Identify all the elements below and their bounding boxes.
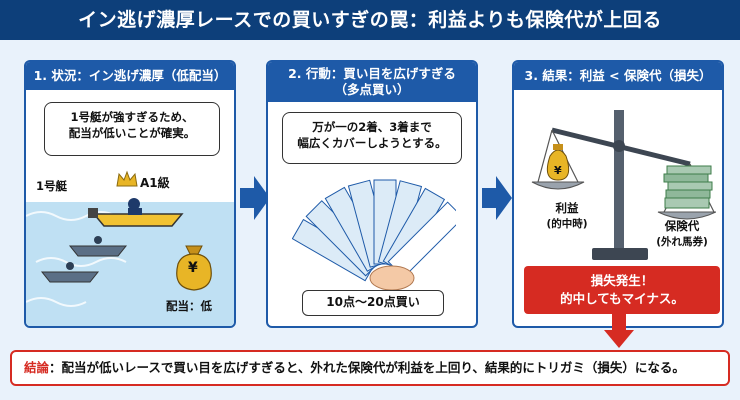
a1-class-label: A1級	[140, 176, 170, 190]
panel-situation-header: 1. 状況：イン逃げ濃厚（低配当）	[26, 62, 234, 90]
panel-action-header: 2. 行動：買い目を広げすぎる （多点買い）	[268, 62, 476, 102]
panel-situation: 1. 状況：イン逃げ濃厚（低配当） 1号艇が強すぎるため、 配当が低いことが確実…	[24, 60, 236, 328]
profit-label-line1: 利益	[555, 201, 579, 215]
money-bag-icon	[176, 245, 212, 291]
loss-line1: 損失発生！	[590, 273, 654, 288]
conclusion-box: 結論：配当が低いレースで買い目を広げすぎると、外れた保険代が利益を上回り、結果的…	[10, 350, 730, 386]
lead-boat-icon	[88, 198, 184, 227]
crown-icon	[116, 170, 138, 187]
insurance-label-line2: (外れ馬券)	[656, 236, 708, 248]
conclusion-text: ：配当が低いレースで買い目を広げすぎると、外れた保険代が利益を上回り、結果的にト…	[49, 360, 685, 375]
panel-action: 2. 行動：買い目を広げすぎる （多点買い） 万が一の2着、3着まで 幅広くカバ…	[266, 60, 478, 328]
yen-symbol: ¥	[188, 260, 198, 276]
profit-label: 利益 (的中時)	[544, 200, 590, 231]
panel-action-header-line1: 2. 行動：買い目を広げすぎる	[288, 66, 456, 81]
loss-line2: 的中してもマイナス。	[560, 291, 684, 306]
tickets-count-label: 10点～20点買い	[302, 290, 444, 316]
action-bubble-line2: 幅広くカバーしようとする。	[297, 136, 447, 150]
action-bubble: 万が一の2着、3着まで 幅広くカバーしようとする。	[282, 112, 462, 164]
arrow-2-icon	[482, 176, 512, 220]
situation-bubble-line2: 配当が低いことが確実。	[68, 126, 196, 140]
insurance-label-line1: 保険代	[664, 219, 700, 233]
trailing-boat-1-icon	[68, 236, 128, 257]
trailing-boat-2-icon	[40, 262, 100, 283]
panel-action-header-line2: （多点買い）	[334, 82, 410, 97]
loss-arrow-icon	[604, 314, 634, 348]
boat1-label: 1号艇	[36, 179, 68, 193]
situation-bubble: 1号艇が強すぎるため、 配当が低いことが確実。	[44, 102, 220, 156]
balance-scale-icon	[531, 110, 716, 260]
arrow-1-icon	[240, 176, 270, 220]
panel-result-header: 3. 結果：利益 < 保険代（損失）	[514, 62, 722, 90]
loss-callout: 損失発生！ 的中してもマイナス。	[524, 266, 720, 314]
action-bubble-line1: 万が一の2着、3着まで	[312, 120, 432, 134]
diagram-title: イン逃げ濃厚レースでの買いすぎの罠：利益よりも保険代が上回る	[0, 0, 740, 40]
profit-yen-symbol: ¥	[554, 164, 562, 177]
payout-label: 配当：低	[166, 299, 212, 313]
profit-label-line2: (的中時)	[546, 218, 588, 230]
conclusion-tag: 結論	[24, 360, 50, 375]
situation-bubble-line1: 1号艇が強すぎるため、	[70, 110, 194, 124]
betting-tickets-icon	[292, 179, 456, 290]
insurance-label: 保険代 (外れ馬券)	[648, 218, 716, 249]
